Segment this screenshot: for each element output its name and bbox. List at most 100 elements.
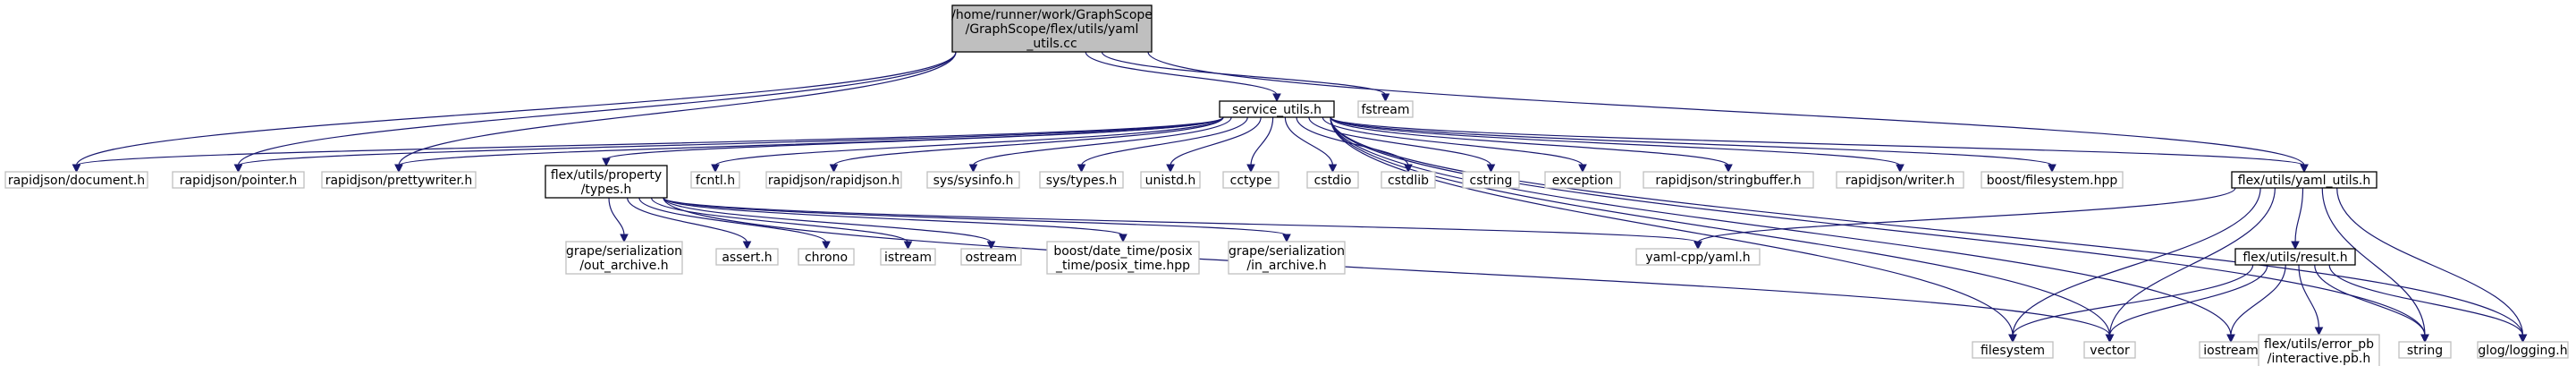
node-result[interactable]: flex/utils/result.h — [2234, 248, 2356, 266]
node-box — [1972, 341, 2054, 359]
edge-root-to-fstream — [1101, 51, 1390, 103]
edge-property-types-to-istream — [651, 197, 913, 251]
node-label: rapidjson/rapidjson.h — [768, 174, 899, 188]
node-label: exception — [1552, 174, 1613, 188]
edge-service-utils-to-cctype — [1246, 116, 1274, 174]
node-label: rapidjson/stringbuffer.h — [1655, 174, 1801, 188]
edge-service-utils-to-rj-document — [72, 116, 1224, 174]
node-rj-stringbuffer: rapidjson/stringbuffer.h — [1643, 171, 1814, 189]
edge-result-to-string — [2314, 264, 2429, 344]
node-root[interactable]: /home/runner/work/GraphScope/GraphScope/… — [951, 4, 1153, 53]
edge-property-types-to-vector — [663, 197, 2115, 344]
node-label: rapidjson/writer.h — [1845, 174, 1955, 188]
node-box — [715, 248, 779, 266]
node-label: iostream — [2203, 344, 2259, 358]
node-cstdio: cstdio — [1306, 171, 1359, 189]
node-property-types[interactable]: flex/utils/property/types.h — [545, 165, 668, 199]
node-label: vector — [2090, 344, 2130, 358]
node-ostream: ostream — [960, 248, 1022, 266]
edge-result-to-vector — [2105, 264, 2268, 344]
node-systypes: sys/types.h — [1039, 171, 1124, 189]
node-box — [798, 248, 855, 266]
node-box — [690, 171, 740, 189]
node-box — [1039, 171, 1124, 189]
edge-service-utils-to-rj-writer — [1330, 116, 1905, 174]
edge-yaml-utils-to-yaml-cpp — [1693, 187, 2236, 251]
node-rj-writer: rapidjson/writer.h — [1836, 171, 1964, 189]
node-unistd: unistd.h — [1140, 171, 1201, 189]
node-label: /home/runner/work/GraphScope — [951, 8, 1153, 22]
node-box — [1381, 171, 1436, 189]
edge-service-utils-to-filesystem — [1330, 116, 2017, 344]
edge-service-utils-to-cstring — [1308, 116, 1496, 174]
node-box — [1357, 100, 1414, 118]
node-label: rapidjson/prettywriter.h — [325, 174, 473, 188]
node-box — [1635, 248, 1761, 266]
node-box — [1228, 241, 1346, 275]
node-fstream: fstream — [1357, 100, 1414, 118]
node-label: /types.h — [581, 183, 632, 197]
node-label: filesystem — [1981, 344, 2045, 358]
node-label: /GraphScope/flex/utils/yaml — [966, 22, 1139, 37]
edge-root-to-rj-pointer — [233, 51, 957, 174]
edge-result-to-error-pb — [2298, 264, 2324, 336]
node-service-utils[interactable]: service_utils.h — [1219, 100, 1335, 118]
node-label: fcntl.h — [696, 174, 735, 188]
node-yaml-utils[interactable]: flex/utils/yaml_utils.h — [2231, 171, 2378, 189]
node-box — [1462, 171, 1520, 189]
edge-property-types-to-grape-out — [608, 197, 629, 243]
node-string: string — [2398, 341, 2452, 359]
node-box — [1836, 171, 1964, 189]
node-box — [1306, 171, 1359, 189]
node-cstdlib: cstdlib — [1381, 171, 1436, 189]
node-box — [1544, 171, 1621, 189]
edge-service-utils-to-rj-pointer — [233, 116, 1224, 174]
node-box — [880, 248, 936, 266]
node-label: ostream — [966, 251, 1018, 265]
node-box — [1046, 241, 1200, 275]
edge-root-to-service-utils — [1085, 51, 1281, 103]
node-label: grape/serialization — [1229, 244, 1345, 259]
node-box — [2477, 341, 2569, 359]
node-label: flex/utils/property — [551, 168, 662, 183]
edge-property-types-to-ostream — [663, 197, 996, 251]
node-box — [2258, 334, 2380, 366]
node-box — [565, 241, 683, 275]
node-label: istream — [884, 251, 932, 265]
edge-property-types-to-grape-in — [663, 197, 1291, 243]
node-fcntl: fcntl.h — [690, 171, 740, 189]
node-label: grape/serialization — [566, 244, 682, 259]
node-box — [951, 4, 1153, 53]
node-chrono: chrono — [798, 248, 855, 266]
node-yaml-cpp: yaml-cpp/yaml.h — [1635, 248, 1761, 266]
node-label: rapidjson/pointer.h — [180, 174, 297, 188]
node-label: /in_archive.h — [1246, 259, 1326, 273]
node-label: boost/filesystem.hpp — [1987, 174, 2118, 188]
edges-layer — [72, 51, 2528, 344]
node-box — [1219, 100, 1335, 118]
edge-property-types-to-boost-dt — [663, 197, 1128, 243]
node-box — [2398, 341, 2452, 359]
edge-service-utils-to-rj-rapidjson — [829, 116, 1224, 174]
node-label: flex/utils/yaml_utils.h — [2238, 174, 2371, 188]
edge-root-to-rj-prettywriter — [394, 51, 957, 174]
node-assert: assert.h — [715, 248, 779, 266]
node-cctype: cctype — [1222, 171, 1280, 189]
node-error-pb: flex/utils/error_pb/interactive.pb.h — [2258, 334, 2380, 366]
node-label: glog/logging.h — [2478, 344, 2567, 358]
node-label: fstream — [1362, 103, 1410, 117]
node-label: sys/types.h — [1046, 174, 1117, 188]
node-label: sys/sysinfo.h — [933, 174, 1014, 188]
node-boost-dt: boost/date_time/posix_time/posix_time.hp… — [1046, 241, 1200, 275]
edge-service-utils-to-systypes — [1077, 116, 1248, 174]
node-rj-prettywriter: rapidjson/prettywriter.h — [321, 171, 477, 189]
edge-result-to-glog — [2328, 264, 2528, 344]
node-istream: istream — [880, 248, 936, 266]
node-box — [2234, 248, 2356, 266]
edge-service-utils-to-glog — [1330, 116, 2528, 344]
node-box — [2083, 341, 2136, 359]
node-filesystem: filesystem — [1972, 341, 2054, 359]
node-label: chrono — [805, 251, 848, 265]
nodes-layer: /home/runner/work/GraphScope/GraphScope/… — [4, 4, 2569, 366]
node-box — [1140, 171, 1201, 189]
